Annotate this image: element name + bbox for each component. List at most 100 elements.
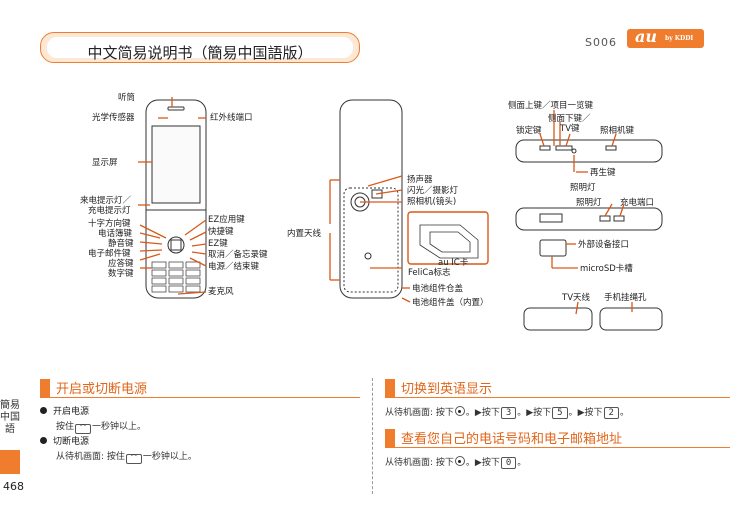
page-number: 468	[3, 480, 24, 493]
label-ext-port: 外部设备接口	[578, 240, 630, 250]
section-english-heading: 切换到英语显示	[385, 378, 730, 398]
number-pre: 从待机画面: 按下	[385, 458, 454, 468]
label-ez-app-key: EZ应用键	[208, 215, 245, 225]
label-lock-key: 锁定键	[516, 126, 542, 136]
tv-antenna-view	[523, 307, 593, 331]
back-phone-body	[339, 99, 403, 299]
english-pre: 从待机画面: 按下	[385, 408, 454, 418]
center-key-icon	[454, 456, 465, 466]
key-3: 3	[500, 407, 517, 419]
column-divider	[372, 378, 373, 494]
label-light-a: 照明灯	[570, 183, 596, 193]
label-microphone: 麦克风	[208, 287, 234, 297]
label-mute-key: 静音键	[108, 239, 134, 249]
power-off-post: 一秒钟以上。	[142, 452, 197, 462]
label-light-sensor: 光学传感器	[92, 113, 135, 123]
label-battery-cover: 电池组件仓盖	[412, 284, 464, 294]
label-light-b: 照明灯	[576, 198, 602, 208]
section-english-bar	[385, 379, 395, 397]
bullet-dot-icon	[40, 407, 47, 414]
english-end: 。	[619, 408, 629, 418]
label-charge-light: 充电提示灯	[88, 206, 131, 216]
section-power-heading: 开启或切断电源	[40, 378, 360, 398]
front-dpad	[167, 236, 185, 254]
logo-main: au	[635, 27, 657, 46]
label-antenna: 内置天线	[287, 229, 322, 239]
power-on-pre: 按住	[56, 422, 75, 432]
label-side-up-key: 侧面上键／项目一览键	[508, 101, 594, 111]
label-microsd: microSD卡槽	[580, 264, 633, 274]
section-english-title: 切换到英语显示	[401, 382, 493, 397]
label-camera-key: 照相机键	[600, 126, 635, 136]
label-ir-port: 红外线端口	[210, 113, 253, 123]
label-phonebook-key: 电话簿键	[98, 229, 133, 239]
au-logo: au by KDDI	[627, 27, 704, 48]
power-off-text: 从待机画面: 按住⌒一秒钟以上。	[56, 449, 197, 464]
label-flash: 闪光／摄影灯	[407, 186, 459, 196]
front-phone-screen	[151, 125, 201, 204]
logo-sub: by KDDI	[665, 35, 694, 42]
side-tab-bar	[0, 450, 20, 474]
label-speaker: 扬声器	[407, 175, 433, 185]
external-port-inset	[539, 239, 567, 257]
label-ez-key: EZ键	[208, 239, 228, 249]
section-power-title: 开启或切断电源	[56, 382, 148, 397]
label-battery-inner: 电池组件盖（内置）	[412, 298, 489, 308]
bullet-dot-icon	[40, 437, 47, 444]
label-earpiece: 听筒	[118, 93, 136, 103]
power-on-text: 按住⌒一秒钟以上。	[56, 419, 146, 434]
number-arrow1: 。▶按下	[465, 458, 500, 468]
side-tab-text: 簡易中国語	[0, 400, 20, 435]
power-off-pre: 从待机画面: 按住	[56, 452, 125, 462]
label-mail-key: 电子邮件键	[88, 249, 131, 259]
model-number: S006	[585, 36, 617, 49]
section-number-title: 查看您自己的电话号码和电子邮箱地址	[401, 432, 623, 447]
label-strap-hole: 手机挂绳孔	[604, 293, 647, 303]
back-battery-cover	[343, 187, 399, 293]
label-camera: 照相机(镜头)	[407, 197, 457, 207]
end-key-icon: ⌒	[125, 454, 142, 464]
label-display: 显示屏	[92, 158, 118, 168]
label-au-ic-card: au IC卡	[438, 258, 469, 268]
power-on-post: 一秒钟以上。	[92, 422, 147, 432]
section-power-bar	[40, 379, 50, 397]
page-title: 中文简易说明书（簡易中国語版）	[87, 44, 313, 62]
strap-hole-view	[599, 307, 663, 331]
label-felica: FeliCa标志	[408, 268, 451, 278]
label-charge-port: 充电端口	[620, 198, 655, 208]
power-off-bullet: 切断电源	[40, 434, 89, 447]
side-view-bottom	[515, 207, 663, 231]
title-box-inner: 中文简易说明书（簡易中国語版）	[47, 37, 353, 62]
english-arrow2: 。▶按下	[517, 408, 552, 418]
number-end: 。	[517, 458, 527, 468]
label-dpad: 十字方向键	[88, 219, 131, 229]
power-on-title: 开启电源	[53, 407, 90, 417]
title-box: 中文简易说明书（簡易中国語版）	[40, 32, 360, 63]
label-play-key: 再生键	[590, 168, 616, 178]
label-notify-light: 来电提示灯／	[80, 196, 132, 206]
power-on-bullet: 开启电源	[40, 404, 89, 417]
label-tv-key: TV键	[560, 124, 580, 134]
english-arrow3: 。▶按下	[568, 408, 603, 418]
front-center-key	[170, 239, 182, 251]
label-number-keys: 数字键	[108, 269, 134, 279]
label-side-down-key: 侧面下键／	[548, 114, 591, 124]
label-tv-antenna: TV天线	[562, 293, 591, 303]
label-answer-key: 应答键	[108, 259, 134, 269]
section-number-heading: 查看您自己的电话号码和电子邮箱地址	[385, 428, 730, 448]
key-0: 0	[500, 457, 517, 469]
label-power-key: 电源／结束键	[208, 262, 260, 272]
section-number-bar	[385, 429, 395, 447]
label-shortcut-key: 快捷键	[208, 227, 234, 237]
end-key-icon: ⌒	[75, 424, 92, 434]
key-5: 5	[552, 407, 568, 419]
side-view-top	[515, 139, 663, 163]
center-key-icon	[454, 406, 465, 416]
key-2: 2	[603, 407, 619, 419]
ic-card-inset	[407, 211, 489, 265]
english-arrow1: 。▶按下	[465, 408, 500, 418]
back-flash	[371, 189, 383, 199]
